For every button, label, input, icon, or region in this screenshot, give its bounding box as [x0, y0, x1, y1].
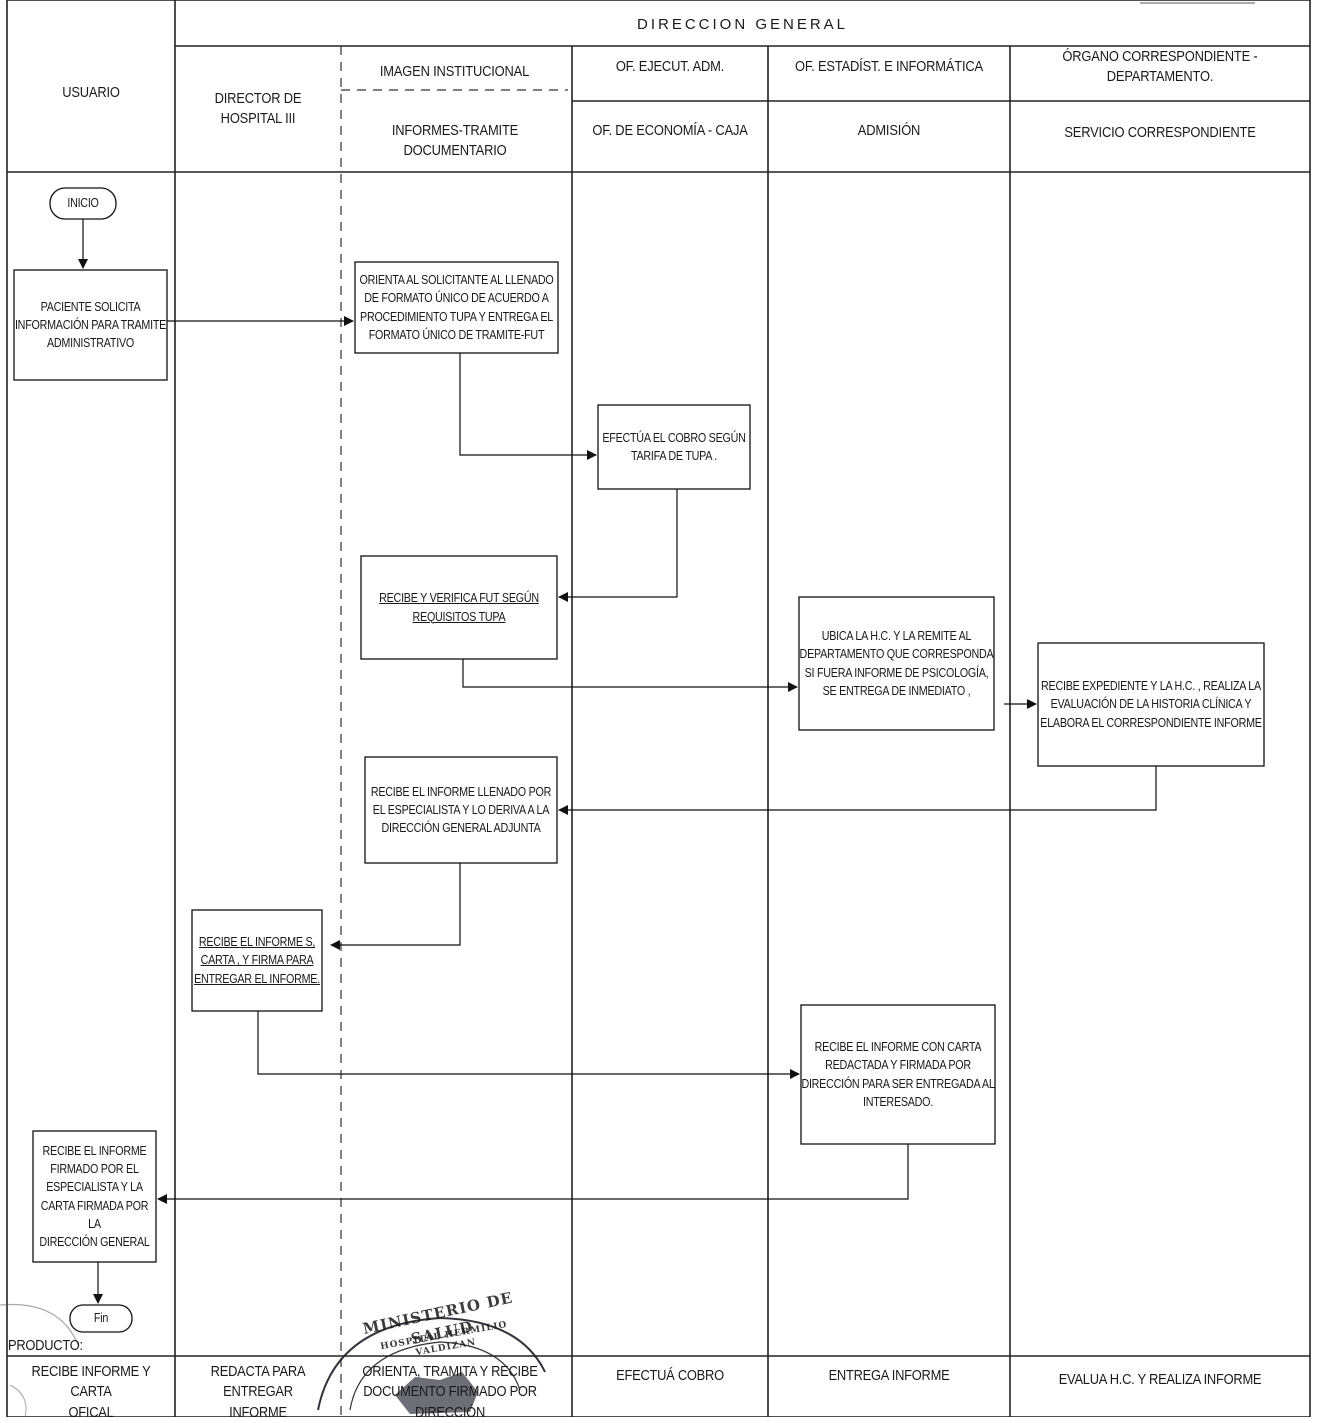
faint-stamp	[0, 1303, 79, 1417]
start-terminal	[49, 187, 117, 220]
official-stamp	[317, 1316, 546, 1414]
arrow-6-to-7	[558, 766, 1157, 815]
arrow-9-to-10	[157, 1144, 909, 1204]
step-box-5	[798, 596, 995, 731]
end-terminal	[69, 1304, 133, 1333]
process-boxes	[13, 261, 1265, 1263]
arrow-8-to-9	[257, 1011, 800, 1079]
arrow-2-to-3	[459, 353, 597, 460]
step-box-2	[354, 261, 559, 354]
arrow-3-to-4	[558, 489, 678, 602]
dashed-divider	[340, 46, 568, 1417]
step-box-8	[191, 909, 323, 1012]
arrow-4-to-5	[462, 659, 798, 692]
table-grid	[6, 0, 1311, 1417]
step-box-10	[32, 1130, 157, 1263]
step-box-4	[360, 555, 558, 660]
step-box-3	[597, 404, 751, 490]
step-box-7	[364, 756, 558, 864]
step-box-6	[1037, 642, 1265, 767]
flow-connectors	[78, 219, 1157, 1304]
step-box-1	[13, 269, 168, 381]
step-box-9	[800, 1004, 996, 1145]
arrow-7-to-8	[330, 863, 461, 950]
